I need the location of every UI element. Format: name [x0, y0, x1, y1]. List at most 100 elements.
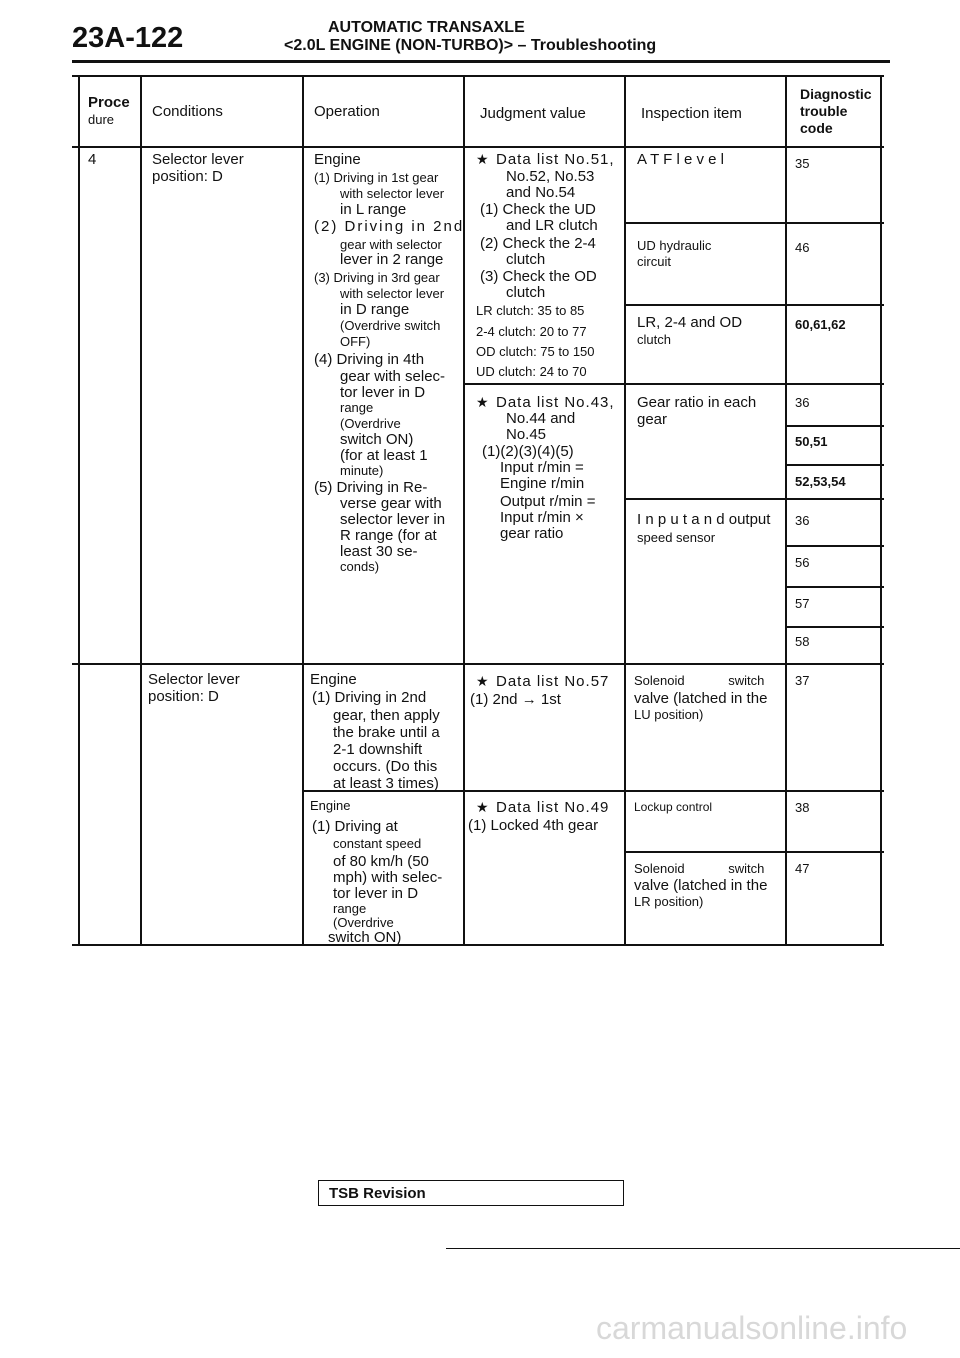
dtc-code: 50,51	[795, 434, 828, 449]
operation-line: tor lever in D	[340, 384, 426, 401]
operation-line: the brake until a	[333, 724, 440, 741]
operation-line: tor lever in D	[333, 885, 419, 902]
operation-line: Engine	[310, 671, 357, 688]
operation-line: (4) Driving in 4th	[314, 351, 425, 368]
dtc-code: 46	[795, 240, 810, 255]
inspection-line: A T F l e v e l	[637, 151, 724, 168]
operation-line: (2) Driving in 2nd	[314, 218, 465, 235]
inspection-line: circuit	[637, 254, 671, 269]
inspection-line: clutch	[637, 332, 671, 347]
header-dtc-2: trouble	[800, 103, 848, 119]
judgment-line: No.44 and	[506, 410, 576, 427]
operation-line: (for at least 1	[340, 447, 428, 464]
header-dtc-1: Diagnostic	[800, 86, 872, 102]
judgment-line: and No.54	[506, 184, 576, 201]
procedure-number: 4	[88, 151, 97, 168]
dtc-code: 56	[795, 555, 810, 570]
footer-rule	[446, 1248, 960, 1249]
operation-line: constant speed	[333, 836, 422, 851]
judgment-line: Input r/min =	[500, 459, 584, 476]
operation-line: least 30 se-	[340, 543, 418, 560]
dtc-code: 47	[795, 861, 810, 876]
judgment-line: (1) Locked 4th gear	[468, 817, 599, 834]
operation-line: with selector lever	[340, 186, 445, 201]
operation-line: in L range	[340, 201, 407, 218]
dtc-code: 38	[795, 800, 810, 815]
operation-line: of 80 km/h (50	[333, 853, 429, 870]
judgment-line: (2) Check the 2-4	[480, 235, 596, 252]
operation-line: with selector lever	[340, 286, 445, 301]
inspection-line: Lockup control	[634, 800, 713, 814]
dtc-code: 36	[795, 513, 810, 528]
operation-line: (1) Driving in 1st gear	[314, 170, 439, 185]
operation-line: at least 3 times)	[333, 775, 439, 792]
operation-line: 2-1 downshift	[333, 741, 423, 758]
conditions-line: Selector lever	[152, 151, 244, 168]
operation-line: (3) Driving in 3rd gear	[314, 270, 440, 285]
inspection-line: speed sensor	[637, 530, 716, 545]
watermark: carmanualsonline.info	[596, 1310, 908, 1346]
operation-line: range	[333, 901, 367, 916]
header-judgment: Judgment value	[480, 105, 586, 122]
judgment-line: (3) Check the OD	[480, 268, 597, 285]
inspection-line: valve (latched in the	[634, 690, 768, 707]
inspection-line: UD hydraulic	[637, 238, 712, 253]
tsb-revision-label: TSB Revision	[329, 1185, 426, 1202]
star-icon: ★	[476, 799, 489, 815]
judgment-line: (1)(2)(3)(4)(5)	[482, 443, 574, 460]
judgment-line: Engine r/min	[500, 475, 585, 492]
operation-line: (5) Driving in Re-	[314, 479, 428, 496]
page-title-line2: <2.0L ENGINE (NON-TURBO)> – Troubleshoot…	[284, 37, 657, 54]
operation-line: (1) Driving in 2nd	[312, 689, 427, 706]
inspection-line: gear	[637, 411, 668, 428]
inspection-line: LR position)	[634, 894, 704, 909]
star-icon: ★	[476, 673, 489, 689]
judgment-line: LR clutch: 35 to 85	[476, 303, 585, 318]
header-inspection: Inspection item	[641, 105, 742, 122]
operation-line: Engine	[314, 151, 361, 168]
dtc-code: 35	[795, 156, 810, 171]
operation-line: in D range	[340, 301, 410, 318]
operation-line: (1) Driving at	[312, 818, 398, 835]
operation-line: verse gear with	[340, 495, 442, 512]
conditions-line: position: D	[152, 168, 223, 185]
operation-line: occurs. (Do this	[333, 758, 438, 775]
operation-line: conds)	[340, 559, 380, 574]
inspection-line: LR, 2-4 and OD	[637, 314, 743, 331]
judgment-line: Data list No.43,	[496, 394, 615, 411]
star-icon: ★	[476, 394, 489, 410]
operation-line: gear with selector	[340, 237, 442, 252]
judgment-line: Data list No.49	[496, 799, 610, 816]
star-icon: ★	[476, 151, 489, 167]
tsb-revision-box: TSB Revision	[318, 1180, 624, 1206]
judgment-line: and LR clutch	[506, 217, 598, 234]
operation-line: range	[340, 400, 374, 415]
operation-line: mph) with selec-	[333, 869, 443, 886]
judgment-line: Output r/min =	[500, 493, 596, 510]
inspection-line: Gear ratio in each	[637, 394, 757, 411]
header-rule	[72, 60, 890, 63]
judgment-line: clutch	[506, 251, 546, 268]
page-number: 23A-122	[72, 22, 184, 54]
judgment-line: 2-4 clutch: 20 to 77	[476, 324, 587, 339]
judgment-line: No.52, No.53	[506, 168, 595, 185]
judgment-line: (1) 2nd → 1st	[470, 691, 561, 708]
judgment-line: (1) Check the UD	[480, 201, 596, 218]
dtc-code: 37	[795, 673, 810, 688]
conditions-line: Selector lever	[148, 671, 240, 688]
operation-line: (Overdrive switch	[340, 318, 441, 333]
inspection-line: valve (latched in the	[634, 877, 768, 894]
header-procedure-2: dure	[88, 112, 115, 127]
operation-line: (Overdrive	[333, 915, 394, 930]
judgment-line: Data list No.51,	[496, 151, 615, 168]
operation-line: selector lever in	[340, 511, 446, 528]
operation-line: Engine	[310, 798, 351, 813]
operation-line: (Overdrive	[340, 416, 401, 431]
page-title-line1: AUTOMATIC TRANSAXLE	[328, 19, 525, 36]
judgment-line: OD clutch: 75 to 150	[476, 344, 595, 359]
operation-line: switch ON)	[340, 431, 414, 448]
dtc-code: 57	[795, 596, 810, 611]
dtc-code: 60,61,62	[795, 317, 846, 332]
operation-line: minute)	[340, 463, 384, 478]
header-operation: Operation	[314, 103, 380, 120]
